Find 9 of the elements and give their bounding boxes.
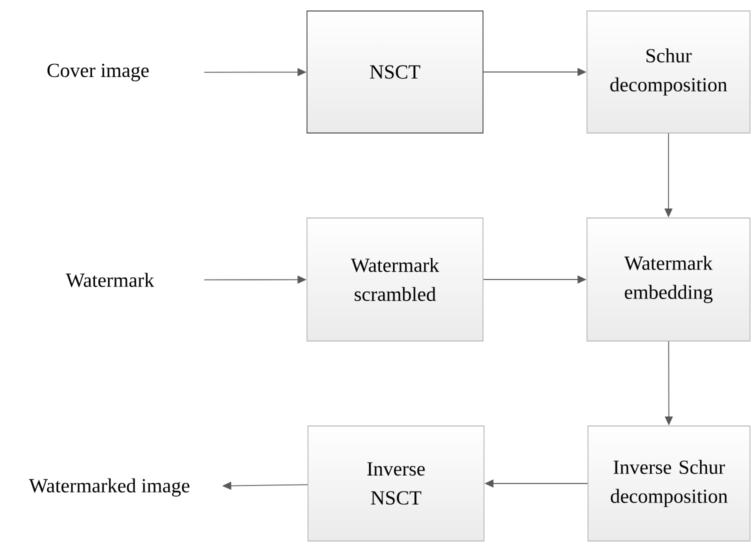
process-box: Schur decomposition [586,10,750,134]
input-label: Watermark [66,272,154,288]
process-box: Inverse Schur decomposition [588,426,750,542]
input-label: Cover image [47,64,149,82]
process-box: Inverse NSCT [308,426,484,542]
process-box: NSCT [306,10,484,134]
process-box: Watermark embedding [586,218,750,342]
process-box: Watermark scrambled [306,218,484,342]
input-label: Watermarked image [28,478,190,497]
